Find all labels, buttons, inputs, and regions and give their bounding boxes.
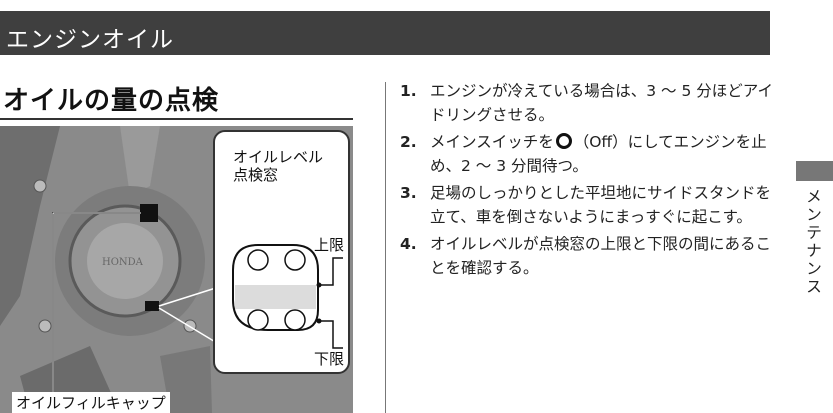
window-notch — [284, 309, 306, 331]
callout-title-line1: オイルレベル — [233, 148, 324, 166]
callout-box — [213, 130, 350, 374]
oil-level-band — [235, 285, 316, 309]
callout-title: オイルレベル 点検窓 — [233, 148, 323, 184]
window-notch — [247, 309, 269, 331]
callout-title-line2: 点検窓 — [233, 166, 279, 184]
bolt — [33, 179, 47, 193]
bolt — [38, 319, 52, 333]
zoom-line — [158, 285, 223, 307]
step-number: 4. — [400, 235, 417, 253]
level-window-diagram — [232, 244, 343, 349]
lower-limit-leader — [319, 320, 343, 349]
off-circle-icon — [555, 133, 572, 149]
chapter-tab-marker — [796, 161, 833, 181]
step-number: 3. — [400, 184, 417, 202]
page-header-title: エンジンオイル — [6, 27, 174, 53]
inspection-window-small — [145, 301, 159, 311]
oil-fill-cap-label: オイルフィルキャップ — [12, 392, 170, 413]
window-notch — [247, 249, 269, 271]
upper-limit-dot — [316, 282, 322, 288]
upper-limit-leader — [319, 257, 343, 286]
title-rule — [0, 118, 353, 120]
step-text: 足場のしっかりとした平坦地にサイドスタンドを立て、車を倒さないようにまっすぐに起… — [430, 184, 772, 226]
step-item: 3. 足場のしっかりとした平坦地にサイドスタンドを立て、車を倒さないようにまっす… — [400, 181, 775, 229]
window-notch — [284, 249, 306, 271]
step-number: 2. — [400, 133, 417, 151]
chapter-tab-label: メンテナンス — [803, 188, 822, 296]
upper-limit-label: 上限 — [314, 236, 345, 254]
step-text-after: （Off）にしてエンジンを止め、2 ～ 3 分間待つ。 — [430, 133, 767, 175]
clutch-cover-center — [87, 223, 163, 299]
lower-case — [160, 346, 212, 413]
zoom-line — [158, 307, 223, 347]
step-text-before: メインスイッチを — [430, 133, 554, 151]
procedure-steps: 1. エンジンが冷えている場合は、3 ～ 5 分ほどアイドリングさせる。 2. … — [400, 79, 775, 283]
column-divider — [385, 82, 386, 413]
header-bar: エンジンオイル — [0, 11, 770, 55]
step-text: オイルレベルが点検窓の上限と下限の間にあることを確認する。 — [430, 235, 772, 277]
frame-tube — [0, 126, 60, 326]
section-title: オイルの量の点検 — [3, 86, 220, 116]
lower-limit-label: 下限 — [314, 350, 345, 368]
step-item: 1. エンジンが冷えている場合は、3 ～ 5 分ほどアイドリングさせる。 — [400, 79, 775, 127]
engine-brand-mark: HONDA — [102, 257, 144, 268]
lower-limit-dot — [316, 318, 322, 324]
step-item: 2. メインスイッチを（Off）にしてエンジンを止め、2 ～ 3 分間待つ。 — [400, 130, 775, 178]
step-item: 4. オイルレベルが点検窓の上限と下限の間にあることを確認する。 — [400, 232, 775, 280]
frame-part — [120, 126, 160, 196]
step-text: エンジンが冷えている場合は、3 ～ 5 分ほどアイドリングさせる。 — [430, 82, 773, 124]
step-number: 1. — [400, 82, 417, 100]
cap-leader-line-highlight — [52, 212, 141, 393]
oil-fill-cap — [140, 204, 158, 222]
